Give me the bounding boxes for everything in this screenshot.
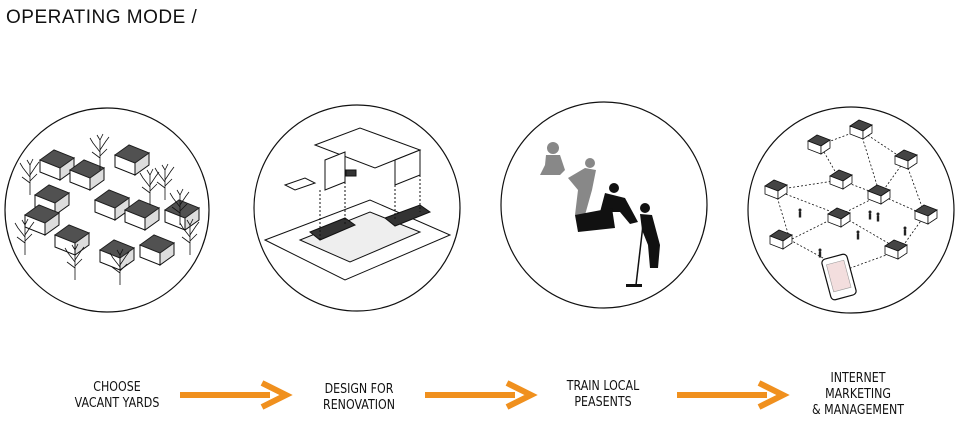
arrow-2 [425, 380, 538, 410]
axonometric-house-illustration [253, 104, 461, 312]
label-line: RENOVATION [323, 398, 395, 413]
label-line: & MANAGEMENT [812, 403, 904, 418]
label-line: VACANT YARDS [74, 396, 160, 411]
page-title: OPERATING MODE / [6, 7, 198, 28]
workers-illustration [500, 101, 708, 309]
arrow-3 [677, 380, 790, 410]
label-line: TRAIN LOCAL [566, 379, 640, 394]
step-label-train-local-peasents: TRAIN LOCAL PEASENTS [535, 379, 671, 411]
label-line: MARKETING [825, 387, 891, 402]
label-line: DESIGN FOR [324, 382, 394, 397]
village-illustration [4, 107, 210, 313]
smartphone-icon [821, 253, 857, 301]
label-line: CHOOSE [93, 380, 141, 395]
step-label-internet-marketing: INTERNET MARKETING & MANAGEMENT [790, 371, 926, 419]
network-illustration [747, 106, 955, 314]
label-line: PEASENTS [574, 395, 632, 410]
step-label-choose-vacant-yards: CHOOSE VACANT YARDS [49, 380, 185, 412]
step-label-design-for-renovation: DESIGN FOR RENOVATION [291, 382, 427, 414]
arrow-1 [180, 380, 293, 410]
label-line: INTERNET [830, 371, 886, 386]
